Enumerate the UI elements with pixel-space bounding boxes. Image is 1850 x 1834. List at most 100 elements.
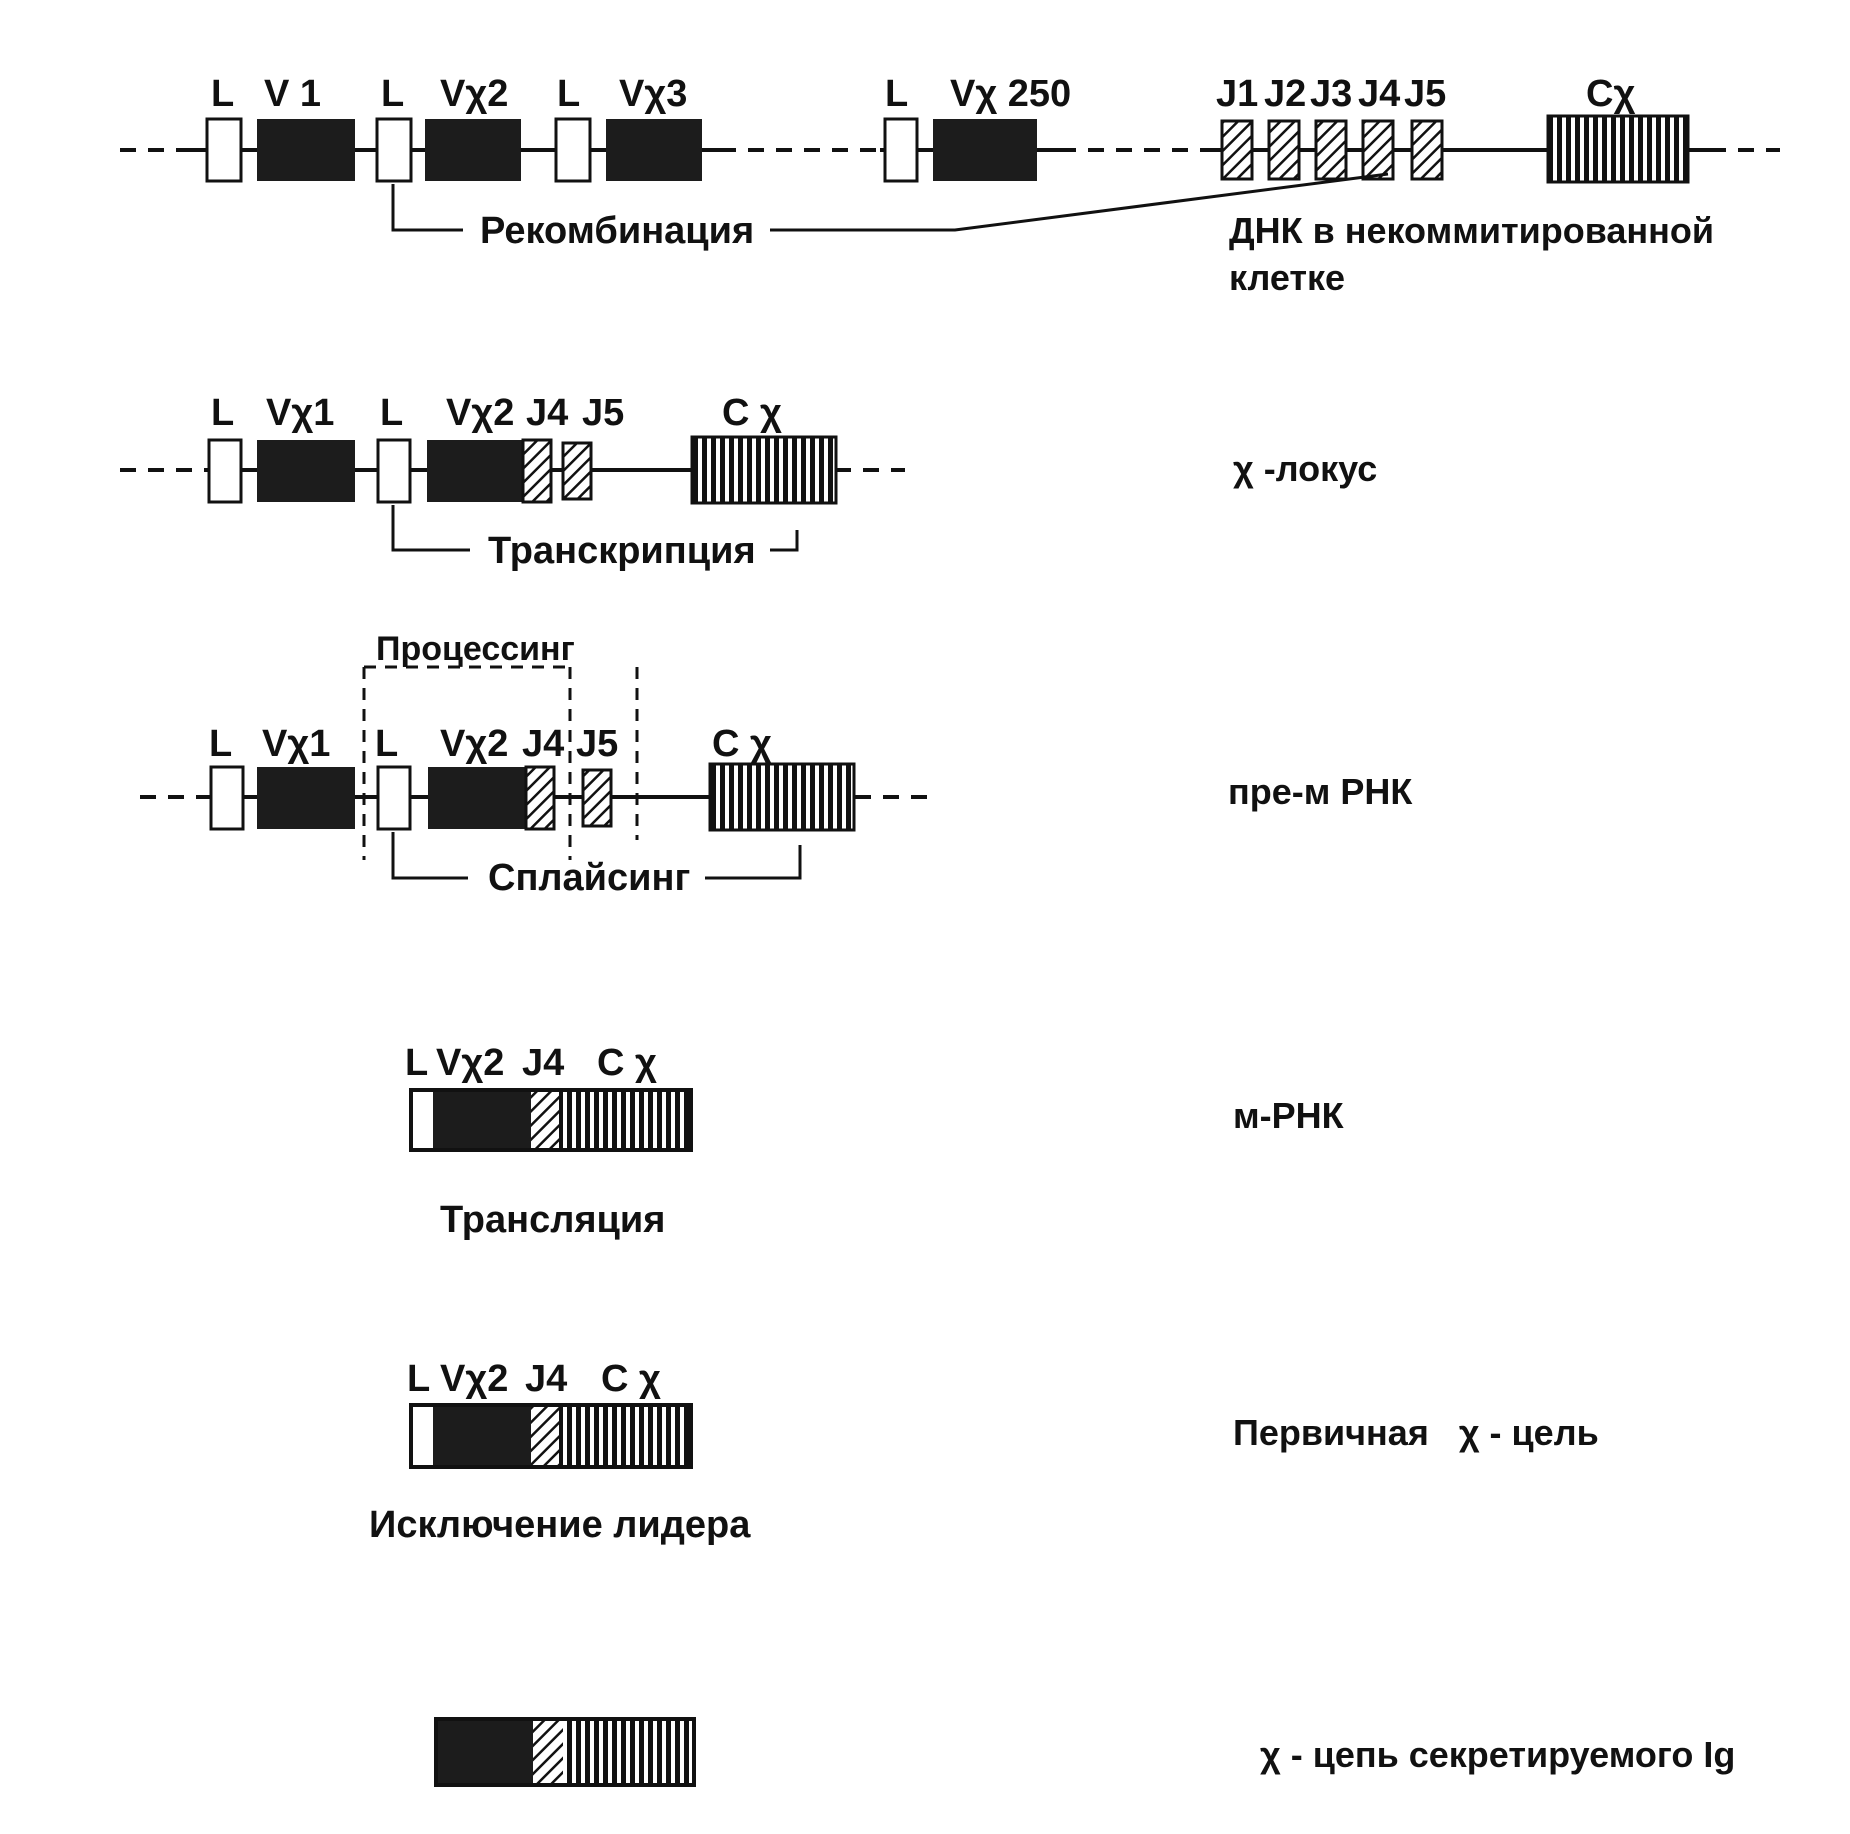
row2-v1-box bbox=[257, 440, 355, 502]
stage-label-dna-line2: клетке bbox=[1229, 257, 1345, 298]
row2-kappa-locus: L Vχ1 L Vχ2 J4 J5 C χ Транскрипция χ -ло… bbox=[120, 392, 1377, 572]
stage-label-kappa-locus: χ -локус bbox=[1233, 448, 1377, 489]
row4-c-segment bbox=[559, 1090, 691, 1150]
row4-label-l: L bbox=[405, 1042, 428, 1084]
row1-label-v1: V 1 bbox=[264, 73, 321, 115]
row6-chain-outline bbox=[434, 1717, 696, 1787]
row3-j5-box bbox=[581, 768, 613, 828]
row5-chain-outline bbox=[409, 1403, 693, 1469]
row1-j1-box bbox=[1220, 119, 1254, 181]
row1-v1-box bbox=[257, 119, 355, 181]
row1-label-v250: Vχ 250 bbox=[950, 73, 1071, 115]
row1-j2-box bbox=[1267, 119, 1301, 181]
row2-label-c: C χ bbox=[722, 392, 782, 434]
row5-label-v2: Vχ2 bbox=[440, 1358, 508, 1400]
row3-label-v2: Vχ2 bbox=[440, 723, 508, 765]
row2-v2-box bbox=[427, 440, 523, 502]
row2-j4-segment bbox=[521, 438, 553, 504]
row4-mrna: L Vχ2 J4 C χ Трансляция м-РНК bbox=[405, 1042, 1345, 1241]
row4-label-v2: Vχ2 bbox=[436, 1042, 504, 1084]
row3-leader-box bbox=[209, 765, 245, 831]
row5-label-c: C χ bbox=[601, 1358, 661, 1400]
row3-c-box bbox=[708, 762, 856, 832]
row1-label-c: Cχ bbox=[1586, 73, 1635, 115]
row1-label-j2: J2 bbox=[1264, 73, 1306, 115]
row2-label-l: L bbox=[380, 392, 403, 434]
row2-label-v2: Vχ2 bbox=[446, 392, 514, 434]
row5-j4-segment bbox=[531, 1405, 559, 1467]
row2-label-v1: Vχ1 bbox=[266, 392, 334, 434]
row1-j3-box bbox=[1314, 119, 1348, 181]
processing-brackets bbox=[362, 665, 639, 860]
transcription-label: Транскрипция bbox=[488, 530, 756, 572]
row1-leader-box bbox=[883, 117, 919, 183]
row1-germline-dna: L V 1 L Vχ2 L Vχ3 L Vχ 250 J1 J2 J3 J4 J… bbox=[120, 73, 1780, 298]
row5-label-l: L bbox=[407, 1358, 430, 1400]
row1-j5-box bbox=[1410, 119, 1444, 181]
row3-v2-box bbox=[428, 767, 526, 829]
row5-primary-chain: L Vχ2 J4 C χ Исключение лидера Первичная… bbox=[369, 1358, 1599, 1546]
row1-leader-box bbox=[554, 117, 592, 183]
transcription-connector bbox=[391, 505, 799, 552]
row1-label-j4: J4 bbox=[1358, 73, 1400, 115]
row1-c-box bbox=[1546, 114, 1690, 184]
row3-label-v1: Vχ1 bbox=[262, 723, 330, 765]
row1-v3-box bbox=[606, 119, 702, 181]
translation-label: Трансляция bbox=[440, 1199, 665, 1241]
row1-label-j3: J3 bbox=[1310, 73, 1352, 115]
stage-label-mrna: м-РНК bbox=[1233, 1095, 1345, 1136]
row4-label-j4: J4 bbox=[522, 1042, 564, 1084]
row4-mrna-outline bbox=[409, 1088, 693, 1152]
row1-label-j5: J5 bbox=[1404, 73, 1446, 115]
row2-leader-box bbox=[376, 438, 412, 504]
row5-leader-segment bbox=[411, 1405, 433, 1467]
row3-pre-mrna: Процессинг L Vχ1 L Vχ2 J4 J5 C χ Сплайси… bbox=[140, 630, 1413, 899]
stage-label-primary-chain: Первичная χ - цель bbox=[1233, 1412, 1599, 1453]
row6-secreted-chain: χ - цепь секретируемого Ig bbox=[434, 1717, 1735, 1787]
row4-leader-segment bbox=[413, 1092, 431, 1148]
row2-label-l: L bbox=[211, 392, 234, 434]
row1-v2-box bbox=[425, 119, 521, 181]
row1-j4-box bbox=[1361, 119, 1395, 181]
splicing-label: Сплайсинг bbox=[488, 857, 690, 899]
row6-v-segment bbox=[436, 1719, 533, 1785]
row4-v2-segment bbox=[433, 1090, 531, 1150]
row3-label-j4: J4 bbox=[522, 723, 564, 765]
row1-label-l: L bbox=[381, 73, 404, 115]
recombination-label: Рекомбинация bbox=[480, 210, 754, 252]
row3-j4-segment bbox=[524, 765, 556, 831]
row3-label-l: L bbox=[375, 723, 398, 765]
row2-j5-box bbox=[561, 441, 593, 501]
stage-label-pre-mrna: пре-м РНК bbox=[1228, 771, 1413, 812]
row1-label-v2: Vχ2 bbox=[440, 73, 508, 115]
processing-label: Процессинг bbox=[376, 630, 575, 668]
row4-j4-segment bbox=[531, 1090, 559, 1150]
row3-v1-box bbox=[257, 767, 355, 829]
row4-label-c: C χ bbox=[597, 1042, 657, 1084]
recombination-connector bbox=[391, 172, 1389, 232]
row2-leader-box bbox=[207, 438, 243, 504]
row2-c-box bbox=[690, 435, 838, 505]
row5-c-segment bbox=[559, 1405, 691, 1467]
row6-j-segment bbox=[533, 1719, 563, 1785]
row1-label-v3: Vχ3 bbox=[619, 73, 687, 115]
row3-leader-box bbox=[376, 765, 412, 831]
row1-leader-box bbox=[375, 117, 413, 183]
row1-label-l: L bbox=[557, 73, 580, 115]
row2-label-j5: J5 bbox=[582, 392, 624, 434]
row3-label-j5: J5 bbox=[576, 723, 618, 765]
row5-label-j4: J4 bbox=[525, 1358, 567, 1400]
row2-label-j4: J4 bbox=[526, 392, 568, 434]
row1-leader-box bbox=[205, 117, 243, 183]
row6-c-segment bbox=[563, 1719, 694, 1785]
row3-label-l: L bbox=[209, 723, 232, 765]
row1-label-l: L bbox=[885, 73, 908, 115]
leader-removal-label: Исключение лидера bbox=[369, 1504, 751, 1546]
stage-label-secreted-chain: χ - цепь секретируемого Ig bbox=[1260, 1734, 1735, 1775]
row1-v250-box bbox=[933, 119, 1037, 181]
row3-label-c: C χ bbox=[712, 723, 772, 765]
row5-v2-segment bbox=[433, 1405, 531, 1467]
row1-label-l: L bbox=[211, 73, 234, 115]
row1-label-j1: J1 bbox=[1216, 73, 1258, 115]
